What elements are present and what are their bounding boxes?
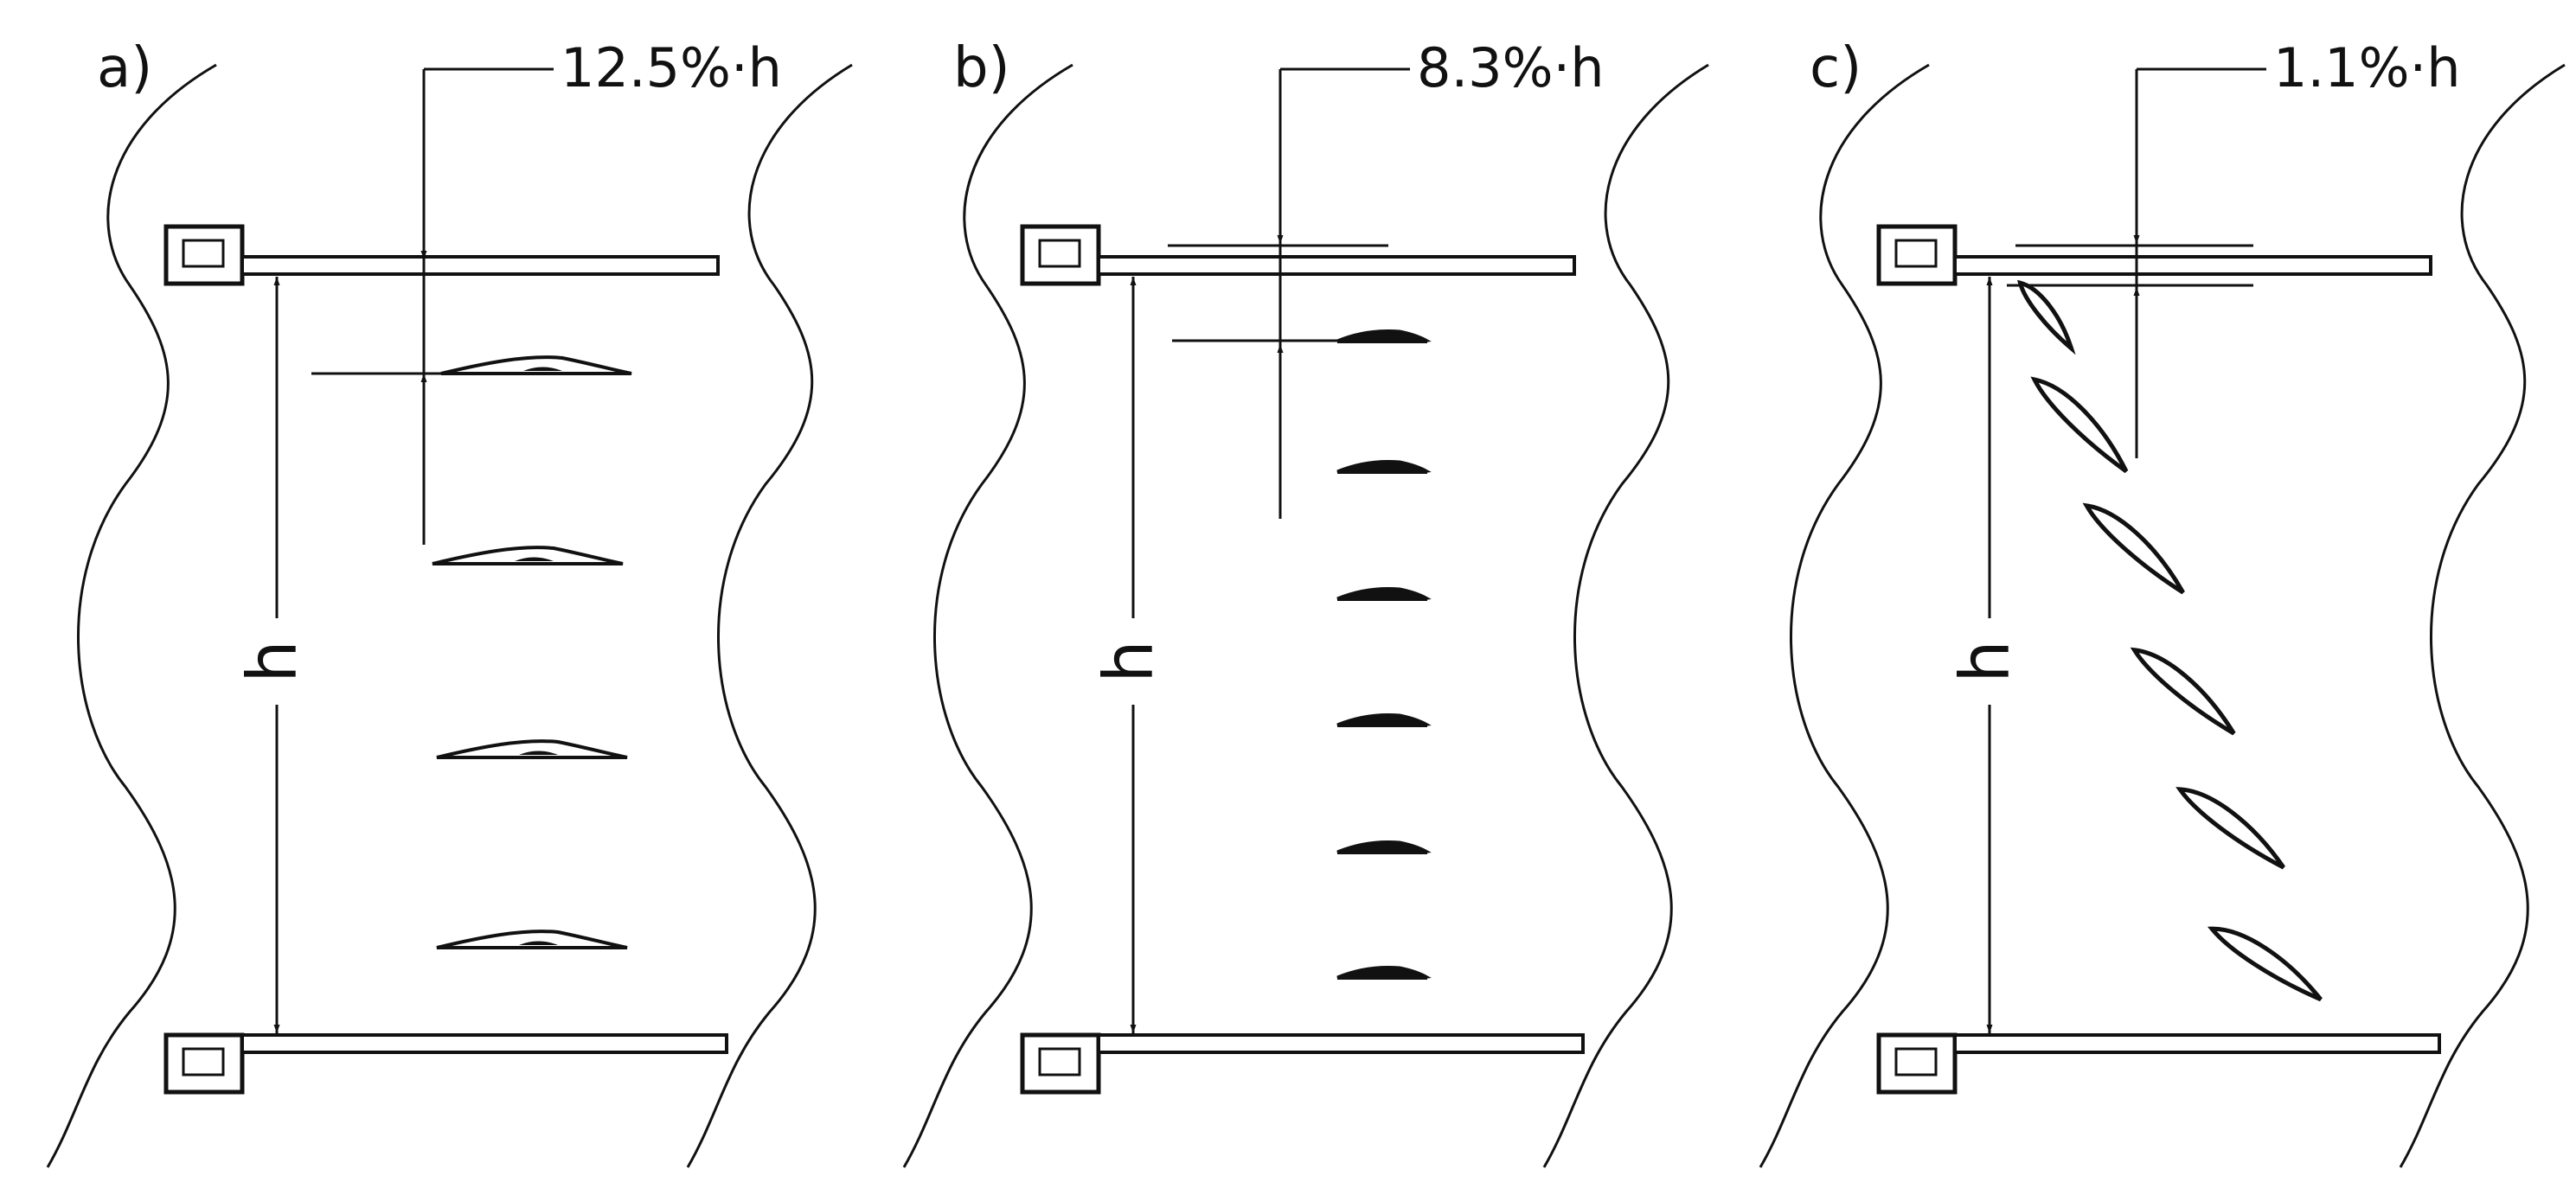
- blade: [1336, 460, 1432, 474]
- right-wall: [1542, 63, 1709, 1168]
- blade: [2030, 376, 2129, 474]
- top-bar: [1876, 224, 2432, 287]
- bottom-bar: [1020, 1032, 1585, 1095]
- blade-row: [1336, 329, 1432, 980]
- blade: [2130, 647, 2236, 736]
- bottom-bar: [1876, 1032, 2441, 1095]
- blade-row: [432, 355, 632, 949]
- blade: [1336, 329, 1432, 343]
- blade: [2017, 279, 2076, 355]
- gap-label: 1.1%·h: [2273, 36, 2461, 99]
- panel-label: b): [953, 36, 1010, 100]
- top-bar: [163, 224, 720, 286]
- blade: [1336, 840, 1432, 854]
- left-wall: [902, 63, 1073, 1168]
- panel-c: c) h 1.1%·h: [1759, 36, 2566, 1168]
- blade: [2207, 926, 2323, 1002]
- height-label: h: [234, 640, 311, 682]
- gap-label: 8.3%·h: [1417, 36, 1605, 99]
- blade: [436, 739, 628, 759]
- blade: [2082, 502, 2185, 595]
- left-wall: [1759, 63, 1930, 1168]
- panel-b: b) h 8.3%·h: [902, 36, 1709, 1168]
- gap-label: 12.5%·h: [561, 36, 782, 99]
- panel-label: c): [1810, 36, 1862, 100]
- blade: [436, 930, 628, 949]
- panel-label: a): [97, 36, 152, 100]
- height-label: h: [1946, 640, 2024, 682]
- height-label: h: [1090, 640, 1168, 682]
- blade: [2176, 787, 2285, 870]
- blade: [432, 546, 624, 565]
- bottom-bar: [163, 1032, 728, 1095]
- blade-row: [2017, 279, 2323, 1002]
- right-wall: [2399, 63, 2566, 1168]
- blade: [1336, 713, 1432, 727]
- panel-a: a) h 12.5%·h: [46, 36, 853, 1168]
- blade: [1336, 966, 1432, 980]
- top-bar: [1020, 224, 1576, 286]
- right-wall: [686, 63, 853, 1168]
- blade: [1336, 587, 1432, 601]
- blade: [440, 355, 632, 375]
- left-wall: [46, 63, 217, 1168]
